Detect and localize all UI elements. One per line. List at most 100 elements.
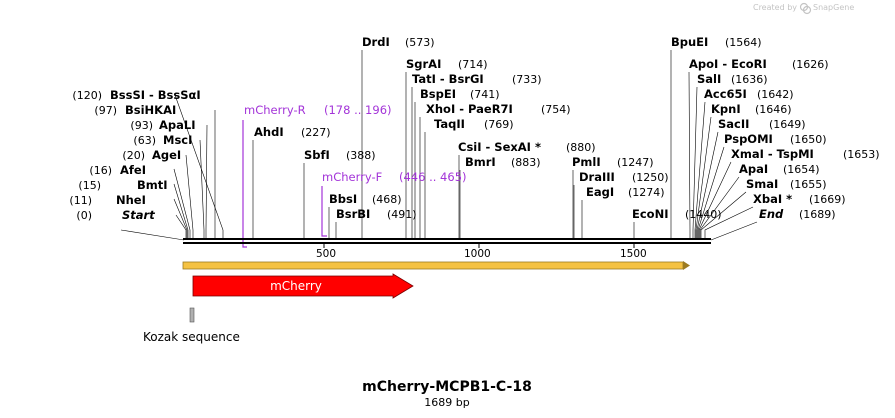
site-position: (741): [470, 88, 500, 101]
center-site-labels: SgrAI (714) TatI - BsrGI (733) BspEI (74…: [406, 57, 596, 169]
primer-label: mCherry-R: [244, 103, 306, 117]
site-position: (1440): [685, 208, 722, 221]
primer-range: (446 .. 465): [399, 170, 467, 184]
site-label: AhdI: [254, 125, 284, 139]
site-label: SmaI: [746, 177, 778, 191]
site-position: (63): [133, 134, 156, 147]
end-label: End: [759, 207, 784, 221]
site-label: XbaI *: [753, 192, 792, 206]
site-position: (1626): [792, 58, 829, 71]
watermark-prefix: Created by: [753, 3, 797, 12]
site-label: SbfI: [304, 148, 330, 162]
site-label: DraIII: [579, 170, 615, 184]
site-position: (16): [89, 164, 112, 177]
site-label: AgeI: [152, 148, 181, 162]
site-label: BpuEI: [671, 35, 708, 49]
dna-backbone: [183, 238, 711, 248]
site-label: BssSI - BssSαI: [110, 88, 201, 102]
site-label: CsiI - SexAI *: [458, 140, 541, 154]
site-position: (468): [372, 193, 402, 206]
site-label: BmtI: [137, 178, 168, 192]
site-label: AfeI: [120, 163, 146, 177]
site-label: ApaI: [739, 162, 768, 176]
site-label: SalI: [697, 72, 721, 86]
site-position: (573): [405, 36, 435, 49]
site-position: (1653): [843, 148, 880, 161]
site-position: (20): [122, 149, 145, 162]
site-position: (1636): [731, 73, 768, 86]
site-position: (1655): [790, 178, 827, 191]
site-position: (883): [511, 156, 541, 169]
site-position: (1247): [617, 156, 654, 169]
snapgene-logo-icon: [799, 2, 812, 15]
site-position: (0): [76, 209, 92, 222]
site-label: PspOMI: [724, 132, 773, 146]
right-site-labels: BpuEI (1564) ApoI - EcoRI (1626) SalI (1…: [671, 35, 880, 221]
site-position: (1274): [628, 186, 665, 199]
site-position: (754): [541, 103, 571, 116]
primer-mcherry-f-arrow: [321, 186, 327, 237]
site-label: PmlI: [572, 155, 601, 169]
site-position: (1649): [769, 118, 806, 131]
site-label: SgrAI: [406, 57, 441, 71]
ruler-tick-label: 1000: [464, 248, 491, 260]
mcherry-feature: [192, 273, 414, 299]
primer-mcherry-r-arrow: [242, 120, 247, 248]
watermark-brand: SnapGene: [813, 3, 854, 12]
site-position: (15): [78, 179, 101, 192]
site-position: (97): [94, 104, 117, 117]
site-label: TatI - BsrGI: [412, 72, 484, 86]
site-label: BmrI: [465, 155, 496, 169]
site-position: (733): [512, 73, 542, 86]
site-position: (93): [130, 119, 153, 132]
site-position: (1654): [783, 163, 820, 176]
site-position: (227): [301, 126, 331, 139]
ruler-tick-label: 500: [316, 248, 336, 260]
site-position: (714): [458, 58, 488, 71]
site-label: MscI: [163, 133, 192, 147]
site-label: EagI: [586, 185, 614, 199]
primer-annotations: mCherry-R (178 .. 196) mCherry-F (446 ..…: [242, 103, 467, 248]
site-label: XhoI - PaeR7I: [426, 102, 513, 116]
site-position: (1650): [790, 133, 827, 146]
site-position: (1689): [799, 208, 836, 221]
site-label: EcoNI: [632, 207, 668, 221]
site-position: (120): [72, 89, 102, 102]
site-label: ApaLI: [159, 118, 196, 132]
primer-range: (178 .. 196): [324, 103, 392, 117]
site-connectors: [120, 50, 758, 241]
map-length: 1689 bp: [424, 396, 469, 409]
site-label: XmaI - TspMI: [731, 147, 814, 161]
site-label: SacII: [718, 117, 749, 131]
site-position: (1564): [725, 36, 762, 49]
site-position: (1250): [632, 171, 669, 184]
site-label: DrdI: [362, 35, 390, 49]
site-position: (491): [387, 208, 417, 221]
site-position: (1646): [755, 103, 792, 116]
site-position: (880): [566, 141, 596, 154]
site-label: BbsI: [329, 192, 357, 206]
start-label: Start: [122, 208, 155, 222]
ruler-tick-label: 1500: [620, 248, 647, 260]
site-position: (388): [346, 149, 376, 162]
site-position: (769): [484, 118, 514, 131]
site-label: Acc65I: [704, 87, 747, 101]
site-label: ApoI - EcoRI: [689, 57, 767, 71]
site-label: BsiHKAI: [125, 103, 176, 117]
site-position: (11): [69, 194, 92, 207]
site-position: (1669): [809, 193, 846, 206]
right-mid-site-labels: PmlI (1247) DraIII (1250) EagI (1274) Ec…: [572, 155, 722, 221]
site-label: KpnI: [711, 102, 741, 116]
kozak-label: Kozak sequence: [143, 330, 240, 344]
orf-arrow: [182, 261, 690, 270]
mcherry-feature-label: mCherry: [270, 279, 322, 293]
site-label: NheI: [116, 193, 146, 207]
site-label: TaqII: [434, 117, 465, 131]
site-label: BsrBI: [336, 207, 370, 221]
mid-site-labels: AhdI (227) SbfI (388) BbsI (468) BsrBI (…: [254, 35, 435, 221]
site-position: (1642): [757, 88, 794, 101]
kozak-feature: [189, 307, 195, 323]
site-label: BspEI: [420, 87, 456, 101]
